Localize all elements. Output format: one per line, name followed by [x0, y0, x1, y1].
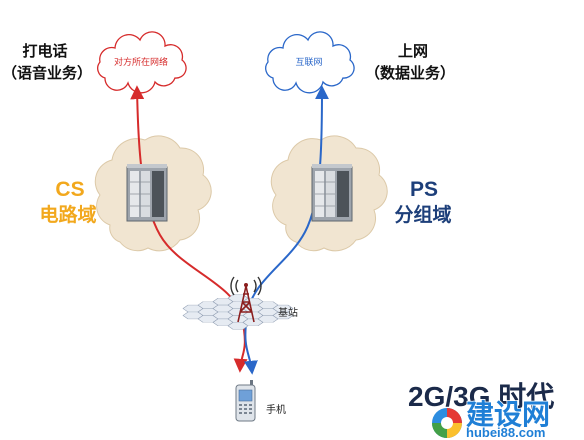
voice-label-line1: 打电话	[22, 42, 67, 60]
base-station-label: 基站	[278, 306, 298, 319]
data-label-line1: 上网	[398, 42, 428, 60]
cs-domain-label: CS 电路域	[39, 178, 96, 226]
data-label-line2: （数据业务）	[365, 64, 455, 82]
remote-network-cloud: 对方所在网络	[97, 31, 187, 94]
ps-subtitle: 分组域	[394, 203, 451, 226]
watermark-brand: 建设网	[466, 398, 550, 431]
watermark-logo-icon	[432, 408, 462, 438]
phone-label: 手机	[266, 403, 286, 416]
ps-name: PS	[410, 178, 438, 201]
cell-grid	[182, 294, 294, 330]
data-path-line	[243, 85, 329, 375]
cs-name: CS	[55, 178, 84, 201]
cs-server-icon	[126, 164, 168, 222]
data-service-label: 上网 （数据业务）	[365, 42, 455, 82]
watermark: 建设网 hubei88.com	[432, 397, 551, 440]
ps-domain-label: PS 分组域	[394, 178, 451, 226]
watermark-url: hubei88.com	[466, 425, 545, 440]
cs-subtitle: 电路域	[39, 203, 96, 226]
voice-label-line2: （语音业务）	[2, 64, 92, 82]
voice-service-label: 打电话 （语音业务）	[2, 42, 92, 82]
antenna-tower-icon	[230, 276, 262, 323]
mobile-phone-icon	[235, 380, 256, 422]
remote-network-label: 对方所在网络	[114, 56, 168, 68]
internet-label: 互联网	[295, 57, 322, 68]
ps-server-icon	[311, 164, 353, 222]
era-title: 2G/3G 时代	[408, 381, 554, 412]
internet-cloud: 互联网	[265, 31, 355, 94]
